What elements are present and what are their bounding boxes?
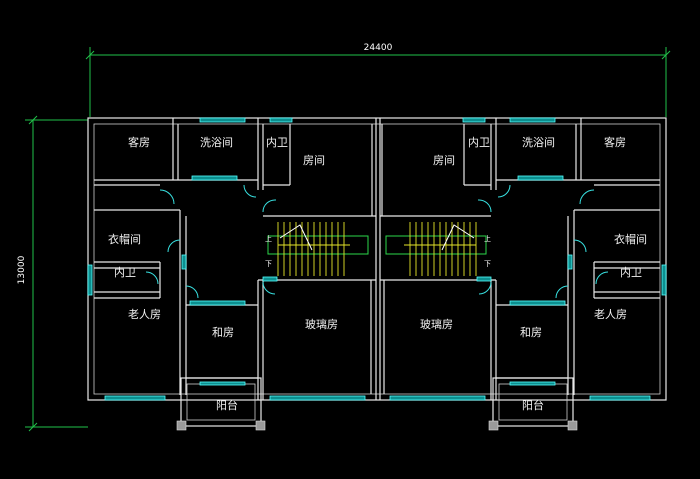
room-label-guest-left: 客房 bbox=[128, 135, 150, 149]
doors bbox=[145, 184, 609, 299]
room-label-elder-left: 老人房 bbox=[128, 308, 161, 321]
height-label: 13000 bbox=[17, 255, 27, 284]
room-label-balcony-left: 阳台 bbox=[216, 398, 238, 412]
room-label-bath-left: 洗浴间 bbox=[200, 136, 233, 149]
room-label-guest-right: 客房 bbox=[604, 135, 626, 149]
room-label-wc-right-top: 内卫 bbox=[468, 135, 490, 149]
room-label-glass-left: 玻璃房 bbox=[305, 317, 338, 331]
room-label-closet-left: 衣帽间 bbox=[108, 232, 141, 246]
stair-up-label-right: 上 bbox=[484, 234, 491, 243]
height-dimension: 13000 bbox=[17, 115, 88, 432]
room-label-wc-left: 内卫 bbox=[114, 265, 136, 279]
width-label: 24400 bbox=[364, 43, 393, 53]
balconies bbox=[176, 377, 578, 431]
windows bbox=[87, 117, 667, 401]
room-label-glass-right: 玻璃房 bbox=[420, 317, 453, 331]
room-label-closet-right: 衣帽间 bbox=[614, 232, 647, 246]
stairs-right: 上 下 bbox=[385, 222, 491, 276]
room-label-room-left: 房间 bbox=[303, 154, 325, 167]
stairs-left: 上 下 bbox=[265, 222, 369, 276]
room-label-elder-right: 老人房 bbox=[594, 308, 627, 321]
room-label-wc-right: 内卫 bbox=[620, 265, 642, 279]
room-label-room-right: 房间 bbox=[433, 154, 455, 167]
room-label-bath-right: 洗浴间 bbox=[522, 136, 555, 149]
outer-walls bbox=[87, 117, 667, 401]
room-label-wc-left-top: 内卫 bbox=[266, 135, 288, 149]
room-label-balcony-right: 阳台 bbox=[522, 398, 544, 412]
stair-down-label-left: 下 bbox=[265, 260, 272, 268]
stair-up-label-left: 上 bbox=[265, 234, 272, 243]
room-label-japanese-left: 和房 bbox=[212, 326, 234, 339]
stair-down-label-right: 下 bbox=[484, 260, 491, 268]
room-label-japanese-right: 和房 bbox=[520, 326, 542, 339]
width-dimension: 24400 bbox=[85, 43, 671, 117]
room-labels: 客房 洗浴间 内卫 房间 房间 内卫 洗浴间 客房 衣帽间 衣帽间 内卫 内卫 … bbox=[108, 135, 647, 412]
